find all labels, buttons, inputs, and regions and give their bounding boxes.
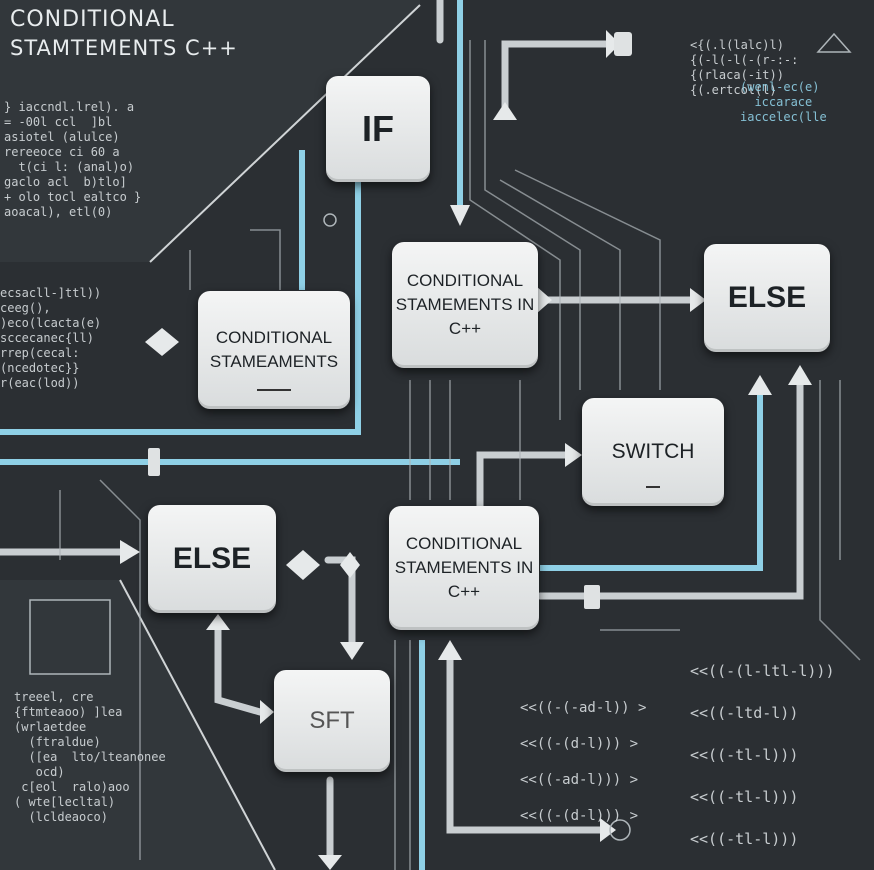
connectors <box>148 32 632 609</box>
code-snippet-bottom-mid: <<((-(-ad-l)) > <<((-(d-l))) > <<((-ad-l… <box>520 700 647 824</box>
node-sft: SFT <box>274 670 390 772</box>
bottom-left-panel <box>0 580 275 870</box>
panel-divider-top <box>149 4 421 263</box>
node-else-right: ELSE <box>704 244 830 352</box>
node-else-right-label: ELSE <box>727 281 807 314</box>
code-snippet-top-left: } iaccndl.lrel). a = -00l ccl ]bl asiote… <box>4 100 142 219</box>
code-snippet-mid-left: ecsacll-]ttl)) ceeg(), )eco(lcacta(e) sc… <box>0 286 102 390</box>
arrow-heads <box>120 30 812 870</box>
top-left-panel <box>0 0 420 262</box>
node-sft-label: SFT <box>309 707 355 734</box>
node-if: IF <box>326 76 430 182</box>
node-underline <box>257 389 291 391</box>
code-snippet-top-right: <{(.l(lalc)l) {(-l(-l(-(r-:-: {(rlaca(-i… <box>690 38 799 97</box>
code-snippet-top-right-2: (wenl-ec(e) iccarace iaccelec(lle <box>740 80 827 124</box>
node-conditional-bottom-label: CONDITIONAL STAMEMENTS IN C++ <box>394 534 534 601</box>
node-conditional-center: CONDITIONAL STAMEMENTS IN C++ <box>392 242 538 368</box>
thin-traces <box>59 40 861 870</box>
chips <box>29 32 852 841</box>
node-underline <box>646 486 660 488</box>
panel-divider-bottom <box>119 579 276 870</box>
node-conditional-left: CONDITIONAL STAMEAMENTS <box>198 291 350 409</box>
code-snippet-bottom-left: treeel, cre {ftmteaoo) ]lea (wrlaetdee (… <box>14 690 166 824</box>
node-switch-label: SWITCH <box>611 440 695 463</box>
title-line-1: CONDITIONAL <box>10 7 175 32</box>
node-if-label: IF <box>362 108 394 149</box>
code-snippet-bottom-right: <<((-(l-ltl-l))) <<((-ltd-l)) <<((-tl-l)… <box>690 662 835 848</box>
node-switch: SWITCH <box>582 398 724 506</box>
node-else-left-label: ELSE <box>172 542 252 575</box>
node-conditional-left-label: CONDITIONAL STAMEAMENTS <box>209 328 339 371</box>
light-wires <box>0 0 804 864</box>
node-else-left: ELSE <box>148 505 276 613</box>
diagram-title: CONDITIONAL STAMTEMENTS C++ <box>10 6 238 62</box>
node-conditional-bottom: CONDITIONAL STAMEMENTS IN C++ <box>389 506 539 630</box>
title-line-2: STAMTEMENTS C++ <box>10 36 238 60</box>
node-conditional-center-label: CONDITIONAL STAMEMENTS IN C++ <box>395 271 535 338</box>
